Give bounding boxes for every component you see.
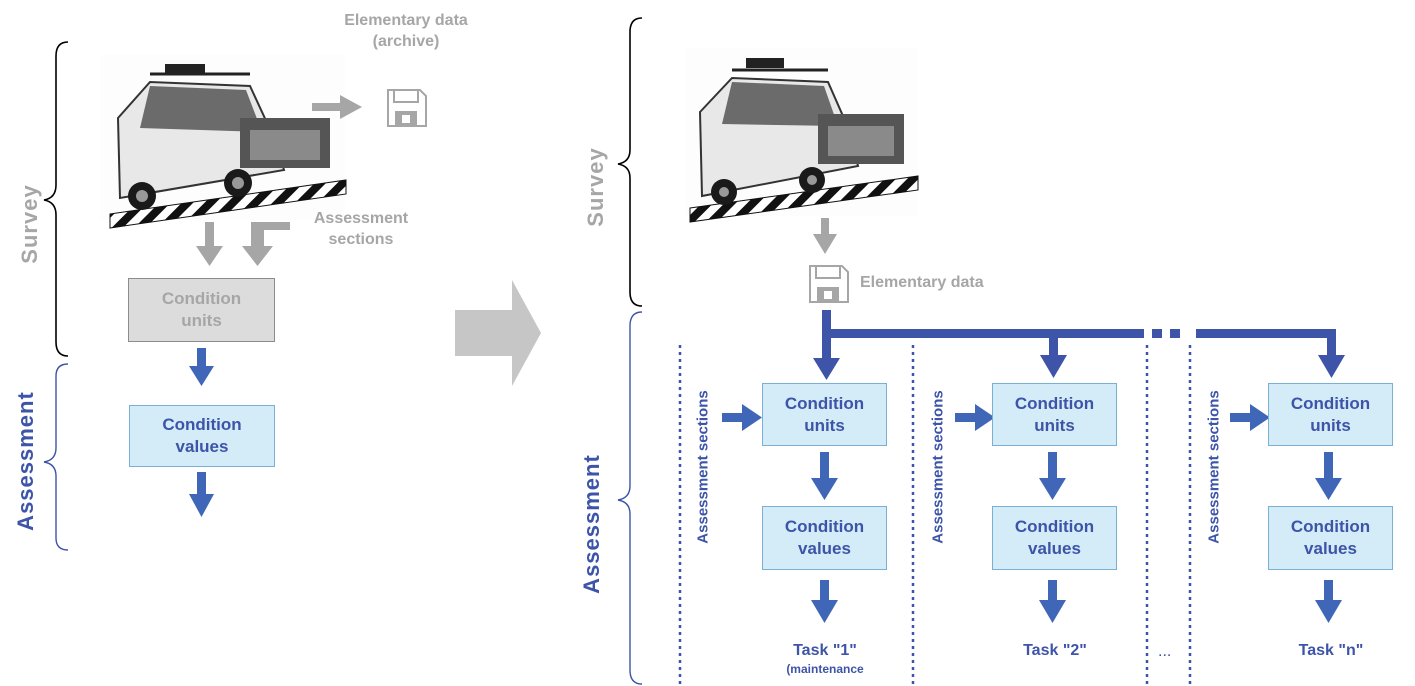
right-assessment-brace [617,311,643,685]
sections-label: Assessment sections [286,208,436,250]
condition-units-box-col2: Condition units [992,383,1117,446]
condition-units-coln-line1: Condition [1290,393,1371,413]
sections-label-col1: Assessment sections [694,390,712,544]
survey-vehicle-image-right [685,48,919,223]
vehicle-down-arrow [196,222,223,266]
condition-units-col1-line2: units [804,415,845,435]
column-arrows [722,404,1342,623]
floppy-disk-icon [387,89,427,127]
ellipsis-label: ... [1158,643,1172,660]
assessment-brace [43,363,69,551]
units-to-values-arrow [189,348,214,386]
condition-values-box: Condition values [129,405,275,467]
right-assessment-label: Assessment [579,454,604,594]
survey-label: Survey [17,184,42,264]
right-survey-brace [617,17,643,307]
values-out-arrow [189,472,214,517]
condition-units-line2: units [181,311,222,330]
column-separators [678,345,1192,684]
condition-units-box-col1: Condition units [762,383,887,446]
task-label-coln: Task "n" [1251,642,1411,660]
condition-units-col1-line1: Condition [784,393,865,413]
sections-label-line2: sections [328,231,394,248]
condition-values-col1-line1: Condition [784,517,865,536]
survey-vehicle-image [100,55,347,229]
task-title-col2: Task "2" [1023,642,1087,659]
condition-units-coln-line2: units [1310,415,1351,435]
assessment-label: Assessment [13,391,38,531]
condition-units-box: Condition units [128,278,275,342]
task-sub-col1: (maintenance [786,662,864,676]
task-title-coln: Task "n" [1298,642,1364,659]
task-title-col1: Task "1" [793,642,857,659]
condition-values-col2-line1: Condition [1014,517,1095,536]
right-survey-label: Survey [583,147,608,227]
floppy-disk-icon-right [809,265,849,303]
sections-label-line1: Assessment [313,210,409,227]
condition-units-col2-line1: Condition [1014,393,1095,413]
survey-brace [43,41,69,357]
task-label-col1: Task "1" (maintenance [745,642,905,676]
condition-units-col2-line2: units [1034,415,1075,435]
archive-label-line1: Elementary data [344,12,468,29]
transition-arrow [455,280,541,386]
condition-values-box-col1: Condition values [762,506,887,570]
condition-values-col2-line2: values [1028,539,1081,558]
condition-values-col1-line2: values [798,539,851,558]
archive-arrow [312,95,362,119]
sections-down-arrow [242,222,290,266]
distribution-bus [813,310,1345,380]
archive-label-line2: (archive) [372,33,440,50]
condition-values-coln-line2: values [1304,539,1357,558]
elementary-data-label: Elementary data [860,274,984,291]
condition-units-box-coln: Condition units [1268,383,1393,446]
condition-values-line2: values [175,437,229,456]
condition-values-box-coln: Condition values [1268,506,1393,570]
sections-label-coln: Assessment sections [1205,390,1223,544]
condition-values-box-col2: Condition values [992,506,1117,570]
sections-label-col2: Assessment sections [929,390,947,544]
condition-units-line1: Condition [161,289,242,308]
task-label-col2: Task "2" [975,642,1135,660]
right-vehicle-down-arrow [813,218,837,254]
condition-values-coln-line1: Condition [1290,517,1371,536]
condition-values-line1: Condition [162,415,242,434]
archive-label: Elementary data (archive) [306,10,506,52]
